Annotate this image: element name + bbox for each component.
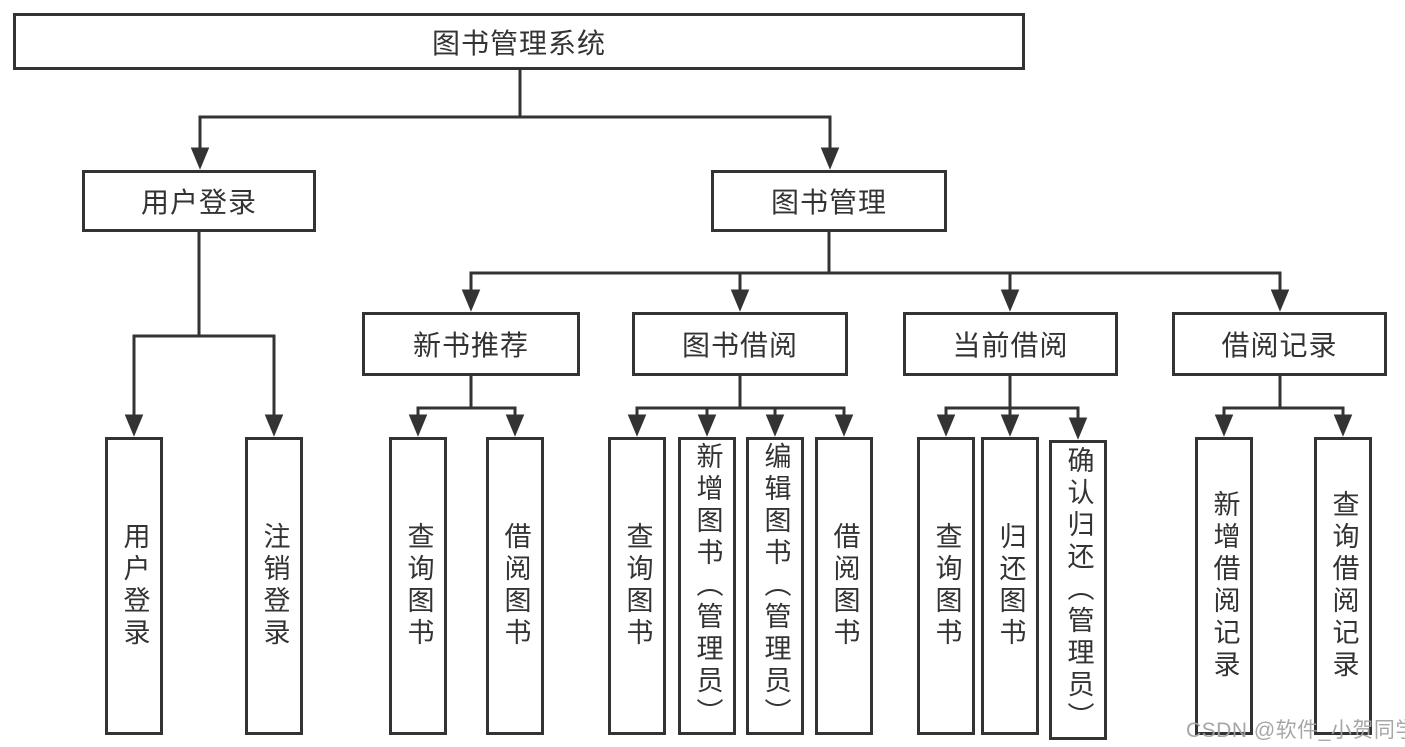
leaf-user-login: 用户登录 xyxy=(105,437,163,735)
leaf-confirm-return-admin: 确认归还（管理员） xyxy=(1049,440,1107,740)
connector-bookmgmt-trunk xyxy=(469,232,1282,275)
leaf-label: 注销登录 xyxy=(259,522,290,650)
leaf-label: 查询图书 xyxy=(931,522,962,650)
leaf-label: 新增借阅记录 xyxy=(1209,490,1240,682)
node-label: 用户登录 xyxy=(140,187,257,218)
connector-root-trunk xyxy=(198,70,832,119)
leaf-logout: 注销登录 xyxy=(245,437,303,735)
node-user-login: 用户登录 xyxy=(82,170,316,232)
node-library-management-system: 图书管理系统 xyxy=(13,13,1025,70)
leaf-borrow-books: 借阅图书 xyxy=(486,437,544,735)
connector-borrow-trunk xyxy=(635,376,846,410)
leaf-return-books: 归还图书 xyxy=(981,437,1039,735)
leaf-query-books: 查询图书 xyxy=(608,437,666,735)
leaf-label: 新增图书（管理员） xyxy=(692,442,723,730)
node-label: 当前借阅 xyxy=(952,330,1069,361)
leaf-edit-books-admin: 编辑图书（管理员） xyxy=(746,437,804,735)
leaf-add-borrow-record: 新增借阅记录 xyxy=(1195,437,1253,735)
node-new-book-recommendation: 新书推荐 xyxy=(362,312,580,376)
leaf-label: 归还图书 xyxy=(995,522,1026,650)
node-book-management: 图书管理 xyxy=(711,170,947,232)
node-current-borrowing: 当前借阅 xyxy=(903,312,1118,376)
leaf-add-books-admin: 新增图书（管理员） xyxy=(678,437,736,735)
leaf-label: 查询借阅记录 xyxy=(1328,490,1359,682)
leaf-label: 用户登录 xyxy=(119,522,150,650)
leaf-label: 编辑图书（管理员） xyxy=(760,442,791,730)
node-label: 新书推荐 xyxy=(412,330,529,361)
leaf-label: 借阅图书 xyxy=(829,522,860,650)
leaf-query-books: 查询图书 xyxy=(389,437,447,735)
node-label: 图书管理系统 xyxy=(431,27,606,59)
leaf-label: 查询图书 xyxy=(622,522,653,650)
connector-newbook-trunk xyxy=(416,376,517,410)
leaf-label: 借阅图书 xyxy=(500,522,531,650)
connector-current-trunk xyxy=(944,376,1080,410)
leaf-label: 查询图书 xyxy=(403,522,434,650)
leaf-query-borrow-record: 查询借阅记录 xyxy=(1314,437,1372,735)
leaf-label: 确认归还（管理员） xyxy=(1063,446,1094,734)
node-label: 借阅记录 xyxy=(1221,330,1338,361)
node-borrowing-records: 借阅记录 xyxy=(1172,312,1387,376)
connector-records-trunk xyxy=(1222,376,1345,410)
node-label: 图书借阅 xyxy=(681,330,798,361)
leaf-query-books: 查询图书 xyxy=(917,437,975,735)
leaf-borrow-books: 借阅图书 xyxy=(815,437,873,735)
node-label: 图书管理 xyxy=(770,187,887,218)
connector-userlogin-trunk xyxy=(132,232,276,338)
node-book-borrowing: 图书借阅 xyxy=(632,312,848,376)
csdn-watermark: CSDN @软件_小贺同学 xyxy=(1186,719,1405,742)
